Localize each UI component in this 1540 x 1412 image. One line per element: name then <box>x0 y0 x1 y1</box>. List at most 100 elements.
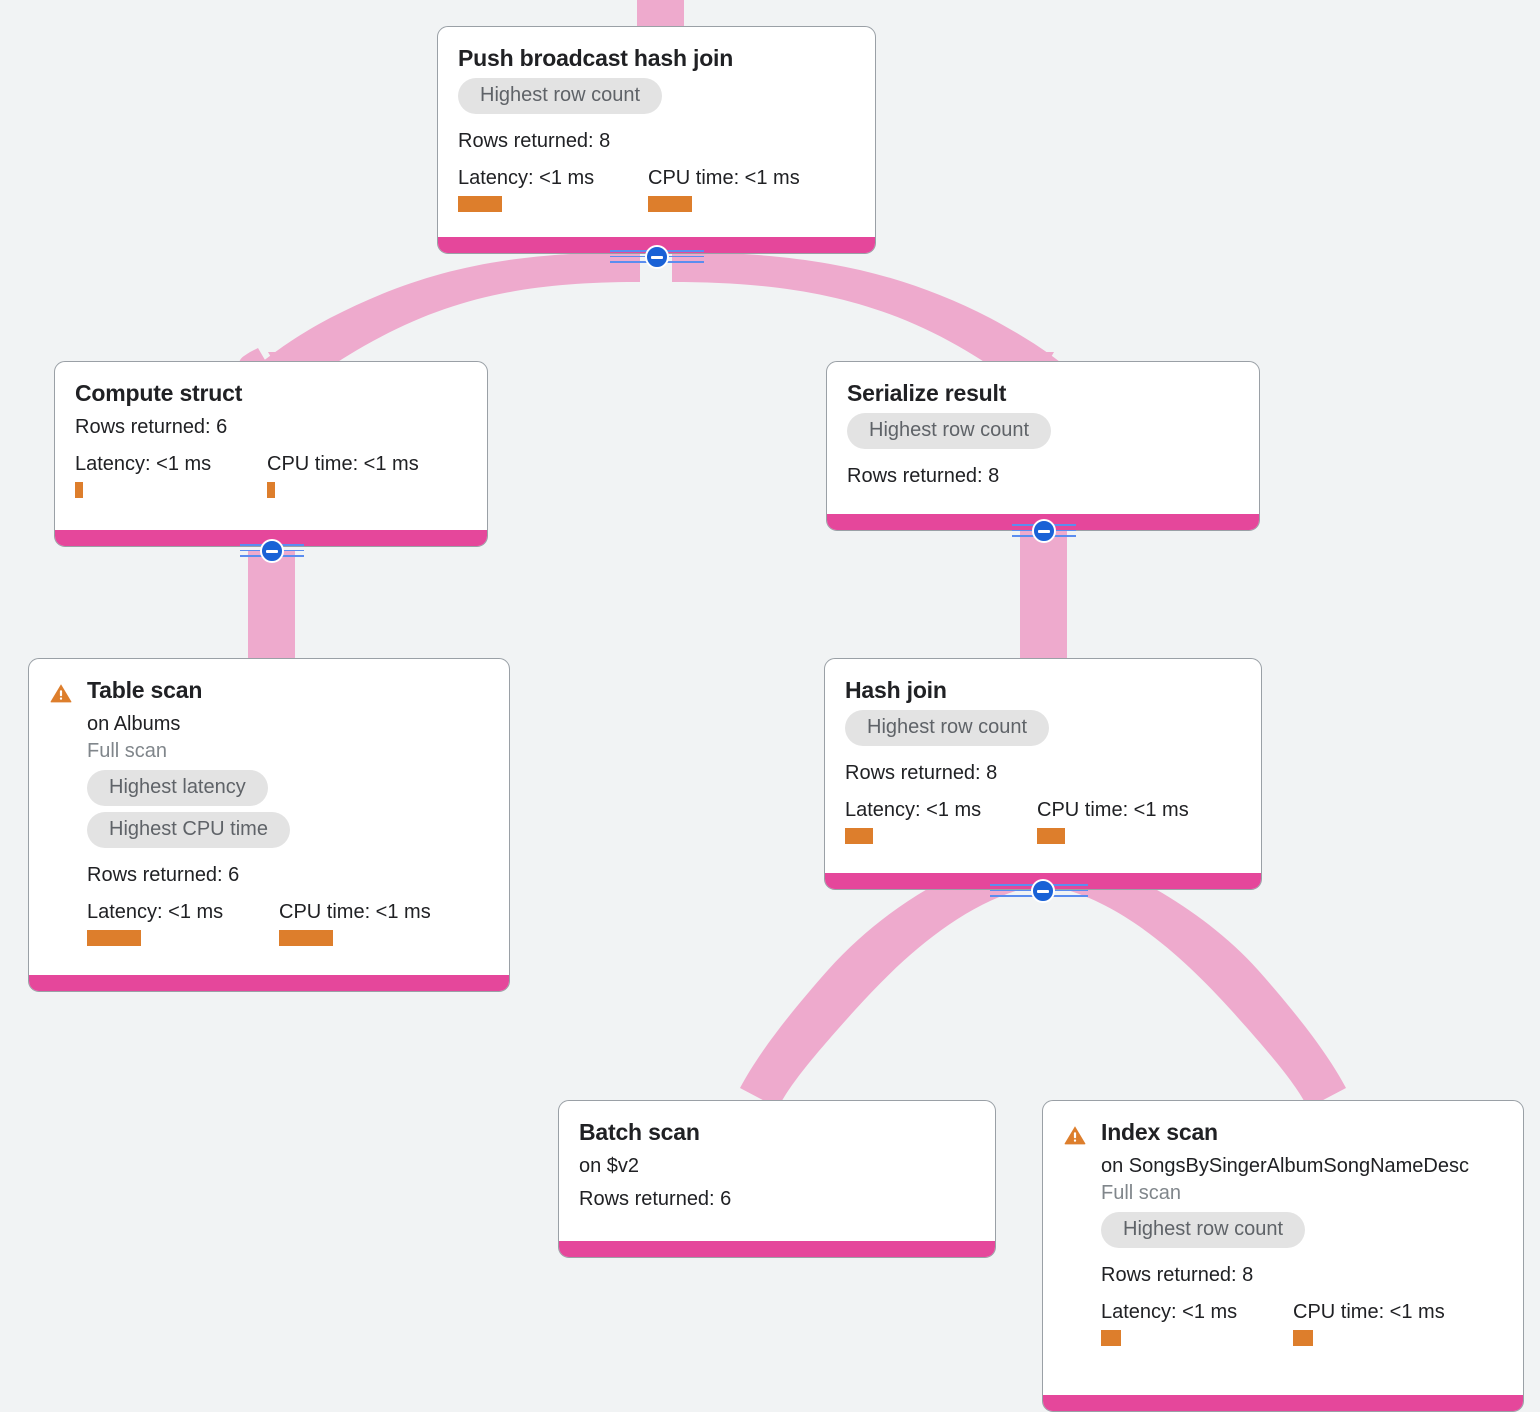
node-body: Batch scan on $v2 Rows returned: 6 <box>559 1101 995 1227</box>
latency-label: Latency: <1 ms <box>87 901 224 924</box>
latency-metric: Latency: <1 ms <box>75 452 267 499</box>
node-accent-bar <box>1043 1395 1523 1411</box>
node-title: Compute struct <box>75 380 243 406</box>
node-title: Index scan <box>1101 1119 1218 1145</box>
node-header: Index scan on SongsBySingerAlbumSongName… <box>1063 1119 1503 1347</box>
edge-hash-join-to-batch-scan-band <box>740 852 1026 1108</box>
scan-type: Full scan <box>1101 1182 1182 1205</box>
status-badge: Highest row count <box>458 78 663 115</box>
node-title: Serialize result <box>847 380 1007 406</box>
metrics-row: Latency: <1 ms CPU time: <1 ms <box>1101 1300 1503 1347</box>
rows-returned: Rows returned: 8 <box>845 762 998 785</box>
latency-metric: Latency: <1 ms <box>458 166 648 213</box>
node-compute-struct[interactable]: Compute struct Rows returned: 6 Latency:… <box>54 361 488 547</box>
minus-glyph <box>1038 529 1050 533</box>
minus-circle-icon <box>645 245 669 269</box>
node-table-scan[interactable]: Table scan on Albums Full scan Highest l… <box>28 658 510 992</box>
scan-type: Full scan <box>87 740 168 763</box>
node-header-text: Table scan on Albums Full scan Highest l… <box>87 677 489 947</box>
node-header-text: Push broadcast hash join <box>458 45 855 71</box>
node-header: Batch scan on $v2 Rows returned: 6 <box>579 1119 975 1211</box>
cpu-bar <box>648 196 692 213</box>
collapse-button-hash-join[interactable] <box>1026 874 1060 908</box>
rows-returned: Rows returned: 6 <box>579 1188 732 1211</box>
cpu-bar <box>1037 828 1065 845</box>
status-badge: Highest latency <box>87 770 268 807</box>
rows-returned: Rows returned: 8 <box>847 465 1000 488</box>
latency-label: Latency: <1 ms <box>75 453 212 476</box>
latency-metric: Latency: <1 ms <box>845 798 1037 845</box>
cpu-label: CPU time: <1 ms <box>1293 1301 1445 1324</box>
cpu-label: CPU time: <1 ms <box>648 167 800 190</box>
node-body: Index scan on SongsBySingerAlbumSongName… <box>1043 1101 1523 1362</box>
node-title: Push broadcast hash join <box>458 45 734 71</box>
collapse-button-push-broadcast-hash-join[interactable] <box>640 240 674 274</box>
node-title: Table scan <box>87 677 203 703</box>
cpu-metric: CPU time: <1 ms <box>648 166 800 213</box>
status-badge: Highest CPU time <box>87 812 290 849</box>
node-header: Hash join <box>845 677 1241 703</box>
warning-triangle-icon <box>1063 1123 1087 1147</box>
latency-bar <box>1101 1330 1121 1347</box>
rows-returned: Rows returned: 8 <box>1101 1264 1254 1287</box>
latency-label: Latency: <1 ms <box>458 167 595 190</box>
collapse-button-serialize-result[interactable] <box>1027 514 1061 548</box>
rows-returned: Rows returned: 8 <box>458 130 611 153</box>
cpu-label: CPU time: <1 ms <box>1037 799 1189 822</box>
badge-list: Highest row count <box>845 710 1241 752</box>
node-header-text: Index scan on SongsBySingerAlbumSongName… <box>1101 1119 1503 1347</box>
cpu-bar <box>279 930 333 947</box>
latency-label: Latency: <1 ms <box>1101 1301 1238 1324</box>
minus-glyph <box>266 549 278 553</box>
latency-bar <box>458 196 502 213</box>
node-body: Compute struct Rows returned: 6 Latency:… <box>55 362 487 514</box>
edge-serialize-result-to-hash-join <box>1020 530 1067 665</box>
status-badge: Highest row count <box>847 413 1052 450</box>
node-hash-join[interactable]: Hash join Highest row count Rows returne… <box>824 658 1262 890</box>
latency-bar <box>87 930 141 947</box>
rows-returned: Rows returned: 6 <box>87 864 240 887</box>
badge-list: Highest latency Highest CPU time <box>87 770 489 854</box>
latency-metric: Latency: <1 ms <box>1101 1300 1293 1347</box>
metrics-row: Latency: <1 ms CPU time: <1 ms <box>75 452 467 499</box>
status-badge: Highest row count <box>845 710 1050 747</box>
cpu-metric: CPU time: <1 ms <box>1293 1300 1445 1347</box>
node-index-scan[interactable]: Index scan on SongsBySingerAlbumSongName… <box>1042 1100 1524 1412</box>
node-body: Table scan on Albums Full scan Highest l… <box>29 659 509 962</box>
node-accent-bar <box>559 1241 995 1257</box>
collapse-button-compute-struct[interactable] <box>255 534 289 568</box>
cpu-label: CPU time: <1 ms <box>267 453 419 476</box>
cpu-bar <box>1293 1330 1313 1347</box>
badge-list: Highest row count <box>847 413 1239 455</box>
metrics-row: Latency: <1 ms CPU time: <1 ms <box>458 166 855 213</box>
node-header: Serialize result <box>847 380 1239 406</box>
latency-bar <box>75 482 83 499</box>
metrics-row: Latency: <1 ms CPU time: <1 ms <box>87 900 489 947</box>
node-body: Hash join Highest row count Rows returne… <box>825 659 1261 860</box>
latency-label: Latency: <1 ms <box>845 799 982 822</box>
node-title: Hash join <box>845 677 947 703</box>
cpu-metric: CPU time: <1 ms <box>267 452 419 499</box>
node-header-text: Batch scan on $v2 Rows returned: 6 <box>579 1119 975 1211</box>
cpu-metric: CPU time: <1 ms <box>279 900 431 947</box>
node-body: Serialize result Highest row count Rows … <box>827 362 1259 504</box>
node-header-text: Compute struct <box>75 380 467 406</box>
node-batch-scan[interactable]: Batch scan on $v2 Rows returned: 6 <box>558 1100 996 1258</box>
node-header: Compute struct <box>75 380 467 406</box>
minus-glyph <box>651 255 663 259</box>
badge-list: Highest row count <box>458 78 855 120</box>
node-header: Push broadcast hash join <box>458 45 855 71</box>
node-serialize-result[interactable]: Serialize result Highest row count Rows … <box>826 361 1260 531</box>
node-push-broadcast-hash-join[interactable]: Push broadcast hash join Highest row cou… <box>437 26 876 254</box>
latency-metric: Latency: <1 ms <box>87 900 279 947</box>
node-body: Push broadcast hash join Highest row cou… <box>438 27 875 228</box>
warning-triangle-icon <box>49 681 73 705</box>
node-title: Batch scan <box>579 1119 700 1145</box>
edge-compute-struct-to-table-scan <box>248 550 295 670</box>
node-header-text: Hash join <box>845 677 1241 703</box>
cpu-metric: CPU time: <1 ms <box>1037 798 1189 845</box>
badge-list: Highest row count <box>1101 1212 1503 1254</box>
metrics-row: Latency: <1 ms CPU time: <1 ms <box>845 798 1241 845</box>
node-subtitle: on SongsBySingerAlbumSongNameDesc <box>1101 1155 1469 1178</box>
